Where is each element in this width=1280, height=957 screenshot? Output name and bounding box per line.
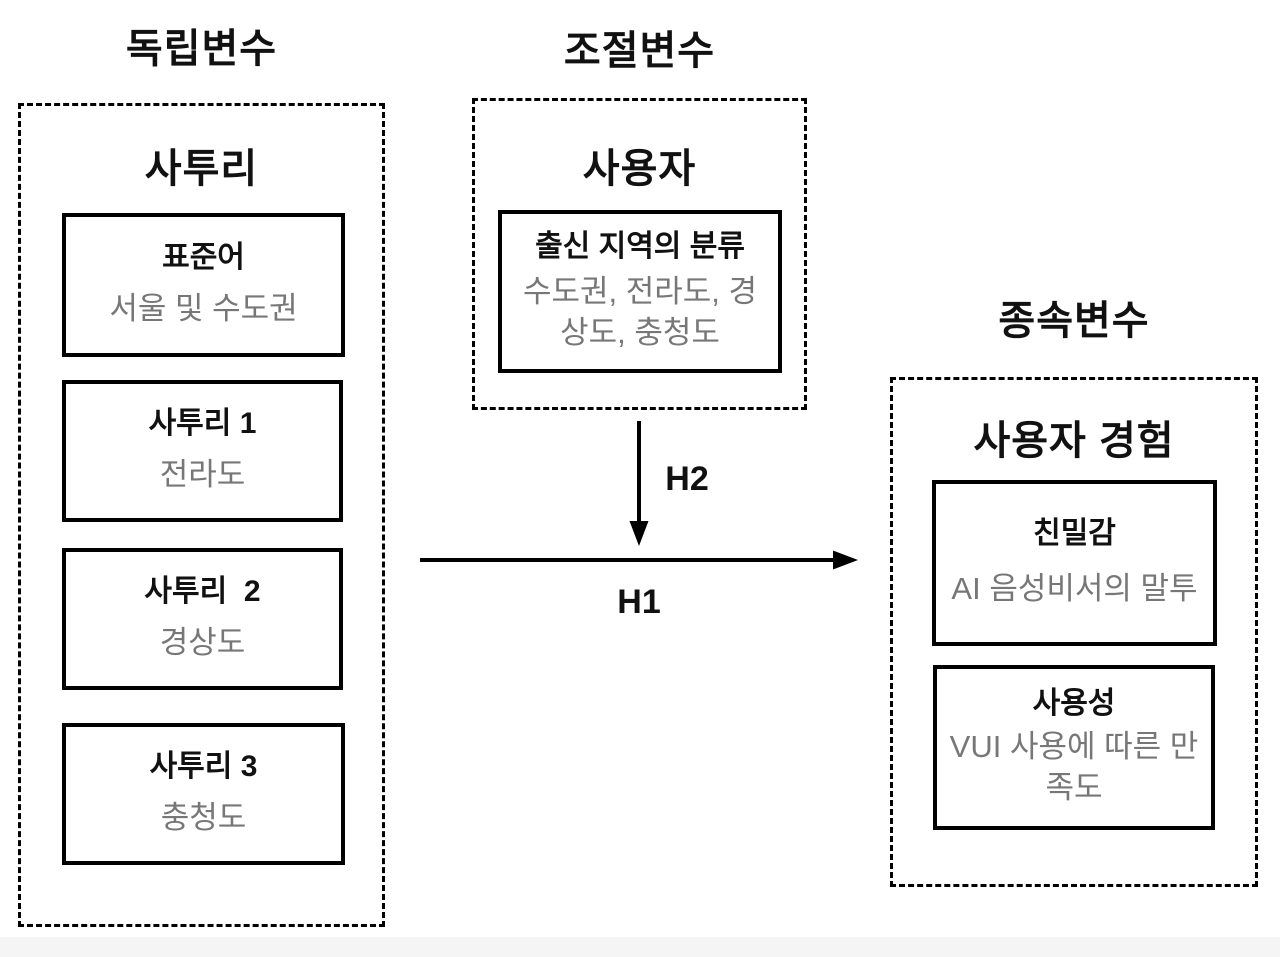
origin-region-subtitle: 수도권, 전라도, 경상도, 충청도	[522, 274, 758, 350]
dialect-1-subtitle: 전라도	[159, 457, 246, 493]
dialect-2-title: 사투리 2	[144, 574, 261, 608]
dialect-3-box: 사투리 3 충청도	[62, 723, 345, 865]
dialect-2-subtitle: 경상도	[159, 625, 246, 661]
moderator-group-title: 사용자	[582, 147, 697, 191]
standard-language-title: 표준어	[162, 240, 245, 274]
usability-box: 사용성 VUI 사용에 따른 만족도	[933, 665, 1215, 830]
independent-group-title: 사투리	[144, 147, 259, 191]
dialect-1-box: 사투리 1 전라도	[62, 380, 343, 522]
dialect-3-title: 사투리 3	[149, 749, 258, 783]
dependent-group-title: 사용자 경험	[973, 419, 1175, 463]
usability-subtitle: VUI 사용에 따른 만족도	[949, 729, 1199, 805]
dialect-1-title: 사투리 1	[148, 406, 257, 440]
moderating-variable-header: 조절변수	[563, 29, 716, 73]
dialect-2-box: 사투리 2 경상도	[62, 548, 343, 690]
intimacy-subtitle: AI 음성비서의 말투	[951, 571, 1198, 607]
dialect-3-subtitle: 충청도	[160, 800, 247, 836]
h2-arrow-label: H2	[665, 460, 709, 498]
h2-arrow	[629, 421, 649, 546]
h1-arrow-label: H1	[617, 583, 661, 621]
independent-variable-header: 독립변수	[125, 27, 278, 71]
intimacy-box: 친밀감 AI 음성비서의 말투	[932, 480, 1217, 646]
dependent-variable-header: 종속변수	[998, 299, 1150, 343]
h1-arrow	[420, 550, 858, 570]
intimacy-title: 친밀감	[1033, 516, 1116, 550]
bottom-band	[0, 937, 1280, 957]
standard-language-box: 표준어 서울 및 수도권	[62, 213, 345, 357]
origin-region-title: 출신 지역의 분류	[535, 229, 745, 263]
usability-title: 사용성	[1032, 686, 1116, 720]
origin-region-box: 출신 지역의 분류 수도권, 전라도, 경상도, 충청도	[498, 210, 782, 373]
standard-language-subtitle: 서울 및 수도권	[109, 291, 298, 327]
